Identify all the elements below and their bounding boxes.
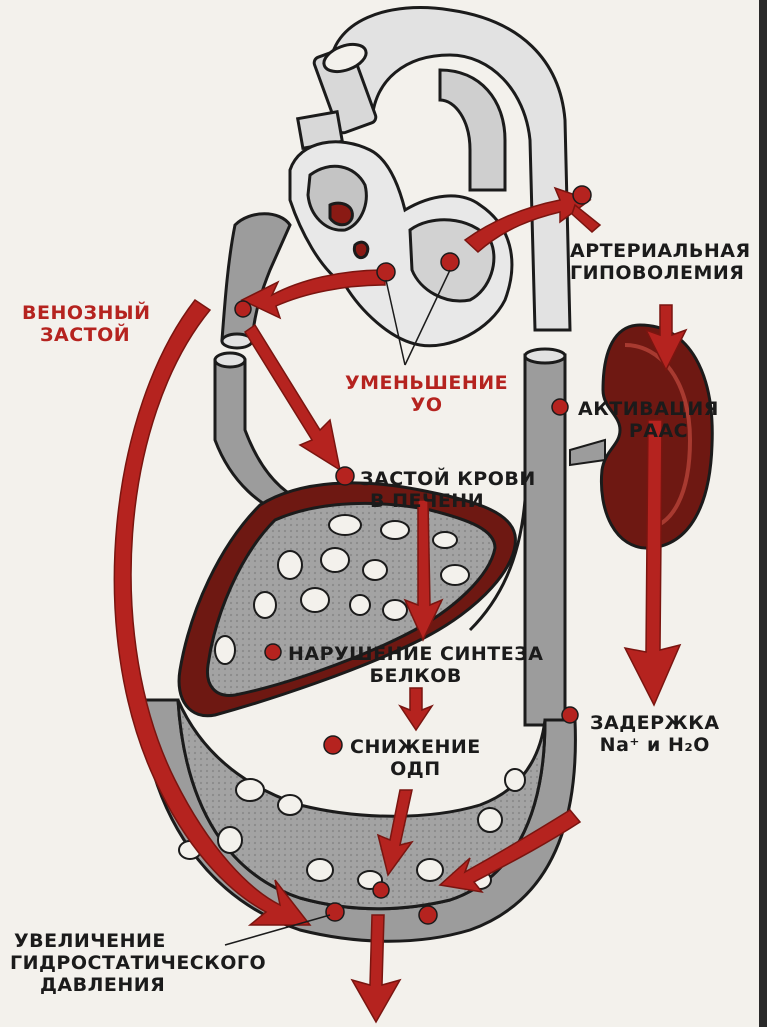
arrow-heart-to-vein: [240, 269, 386, 320]
arrow-venous-congestion: [113, 298, 312, 926]
label-raas-activation: АКТИВАЦИЯ РААС: [578, 398, 719, 442]
arrow-edema-out: [350, 914, 402, 1024]
arrow-artery-to-hypovolemia: [571, 203, 602, 234]
label-odp-decrease: СНИЖЕНИЕ ОДП: [350, 736, 481, 780]
label-liver-congestion: ЗАСТОЙ КРОВИ В ПЕЧЕНИ: [360, 468, 536, 512]
marker-rv: [376, 262, 396, 282]
marker-vein: [234, 300, 252, 318]
arrow-synthesis-to-odp: [398, 687, 434, 732]
page-edge: [759, 0, 767, 1027]
marker-odp: [323, 735, 343, 755]
marker-artery: [572, 185, 592, 205]
marker-raas: [551, 398, 569, 416]
label-sodium-retention: ЗАДЕРЖКА Na⁺ и H₂O: [590, 712, 720, 756]
arrow-odp-to-tissue: [376, 789, 414, 877]
label-venous-congestion: ВЕНОЗНЫЙ ЗАСТОЙ: [22, 302, 151, 346]
marker-left-tissue: [325, 902, 345, 922]
arterial-vessel: [468, 347, 567, 727]
aortic-arch: [295, 6, 572, 332]
arrow-retention-to-tissue: [438, 809, 582, 894]
arrow-liver-to-synthesis: [403, 499, 444, 642]
arrow-vein-to-liver: [243, 323, 342, 472]
marker-retention: [561, 706, 579, 724]
label-stroke-volume-decrease: УМЕНЬШЕНИЕ УО: [345, 372, 509, 416]
venous-vessel: [213, 212, 302, 522]
label-hydrostatic-increase: УВЕЛИЧЕНИЕ ГИДРОСТАТИЧЕСКОГО ДАВЛЕНИЯ: [10, 930, 267, 996]
leader-lines: [224, 269, 451, 946]
marker-synthesis: [264, 643, 282, 661]
label-arterial-hypovolemia: АРТЕРИАЛЬНАЯ ГИПОВОЛЕМИЯ: [570, 240, 751, 284]
arrows: [113, 186, 688, 1024]
arrow-hypovolemia-to-kidney: [644, 304, 688, 372]
marker-right-tissue: [418, 905, 438, 925]
markers: [234, 185, 592, 925]
arrow-kidney-to-retention: [623, 419, 682, 707]
marker-liver: [335, 466, 355, 486]
marker-center: [372, 881, 390, 899]
marker-lv: [440, 252, 460, 272]
label-protein-synthesis: НАРУШЕНИЕ СИНТЕЗА БЕЛКОВ: [288, 643, 544, 687]
